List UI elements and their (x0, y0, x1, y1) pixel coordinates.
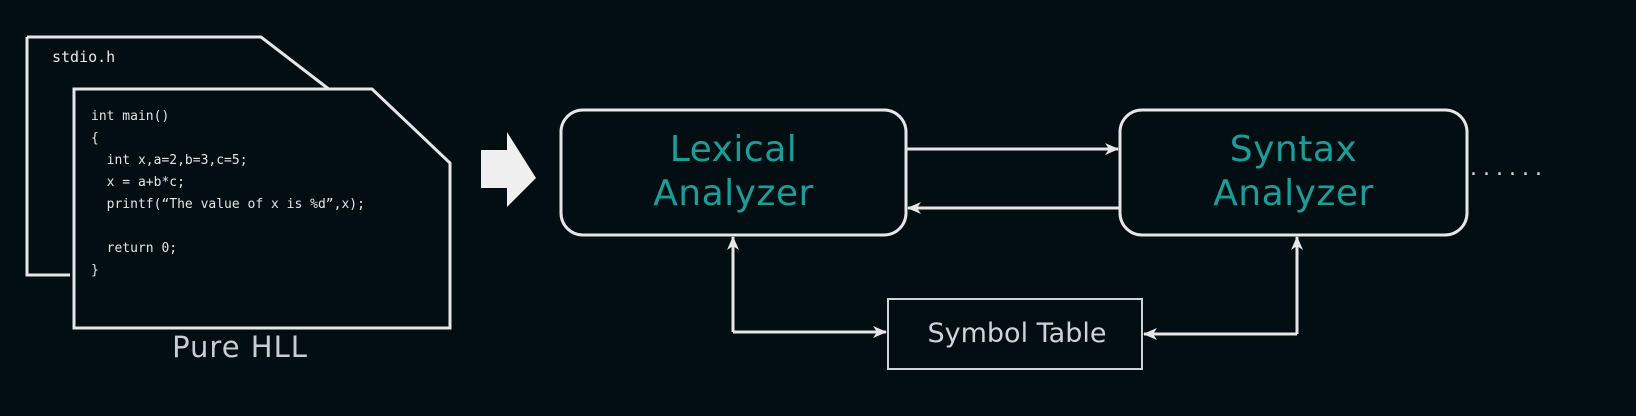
lexical-analyzer-line2: Analyzer (653, 173, 814, 214)
code-line: return 0; (91, 241, 178, 256)
syntax-analyzer-box (1118, 108, 1469, 237)
lexical-analyzer-label: Lexical Analyzer (561, 128, 906, 216)
block-arrow-icon (481, 132, 536, 207)
syntax-analyzer-label: Syntax Analyzer (1120, 128, 1467, 216)
symbol-table-box (887, 298, 1143, 370)
code-line: x = a+b*c; (91, 175, 185, 190)
code-line: int x,a=2,b=3,c=5; (91, 153, 248, 168)
header-file-shape (25, 35, 331, 277)
symbol-table-label: Symbol Table (927, 318, 1107, 349)
lexical-analyzer-box (559, 108, 908, 237)
syntax-analyzer-line1: Syntax (1229, 129, 1358, 170)
pure-hll-caption: Pure HLL (172, 330, 308, 364)
continuation-dots: ...... (1470, 156, 1548, 181)
syntax-analyzer-line2: Analyzer (1213, 173, 1374, 214)
header-file-name: stdio.h (52, 48, 116, 66)
lexical-analyzer-line1: Lexical (669, 129, 798, 170)
code-line: printf(“The value of x is %d”,x); (91, 197, 365, 212)
code-line: int main() (91, 109, 170, 124)
main-file-shape (72, 87, 452, 330)
code-line: { (91, 131, 99, 146)
code-line: } (91, 263, 99, 278)
